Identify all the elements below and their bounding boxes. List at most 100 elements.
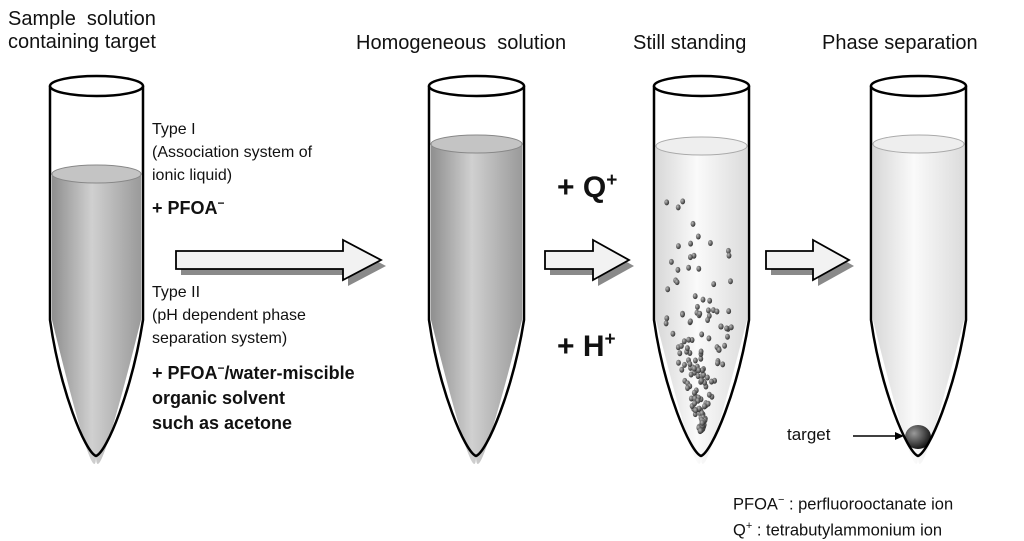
droplet — [664, 199, 670, 206]
droplet — [696, 265, 702, 272]
droplet — [669, 258, 674, 265]
droplet — [674, 279, 680, 286]
tube-still-standing — [652, 74, 751, 464]
target-label: target — [787, 425, 831, 444]
droplet — [709, 378, 714, 385]
droplet — [686, 336, 692, 343]
droplet — [708, 240, 713, 246]
type2-reagent1-prefix: + PFOA — [152, 363, 218, 383]
droplet — [696, 405, 702, 412]
tube-phase-separation — [869, 74, 968, 464]
droplet — [664, 315, 670, 322]
sample-solution-header: Sample solution containing target — [8, 8, 156, 54]
droplet — [699, 419, 705, 426]
droplet — [698, 348, 704, 355]
droplet — [680, 198, 686, 205]
still-standing-header: Still standing — [633, 32, 747, 54]
droplet — [663, 320, 669, 327]
droplet — [722, 342, 727, 349]
type1-label: Type I — [152, 121, 196, 138]
homogeneous-header: Homogeneous solution — [356, 32, 567, 54]
droplet — [701, 371, 706, 378]
droplet — [705, 374, 710, 381]
droplet — [697, 310, 703, 317]
type2-reagent1-suffix: /water-miscible — [224, 363, 355, 383]
type1-reagent-sup: − — [217, 196, 225, 210]
droplet — [699, 367, 705, 374]
droplet — [720, 361, 726, 368]
reagent-h-prefix: + H — [557, 330, 605, 363]
droplet — [711, 281, 717, 288]
reagent-q-sup: + — [606, 170, 618, 191]
droplet — [724, 325, 729, 332]
target-pointer-arrow — [853, 432, 904, 440]
legend-pfoa-sup: − — [777, 494, 785, 506]
droplet — [688, 395, 694, 402]
droplet — [691, 252, 697, 259]
droplet — [676, 359, 681, 366]
droplet — [675, 204, 681, 211]
droplet — [716, 346, 722, 353]
type1-desc1: (Association system of — [152, 144, 313, 161]
droplet — [705, 317, 710, 323]
legend-pfoa: PFOA− : perfluorooctanate ion — [733, 490, 953, 516]
reagent-h-sup: + — [604, 329, 616, 350]
reagent-q-prefix: + Q — [557, 171, 607, 204]
droplets — [663, 198, 734, 435]
droplet — [691, 389, 697, 396]
droplet — [725, 333, 730, 340]
droplet — [695, 373, 701, 380]
reagent-q: + Q+ — [557, 170, 617, 205]
type2-reagent1-sup: − — [217, 361, 225, 375]
droplet — [677, 350, 683, 357]
droplet — [692, 293, 698, 300]
droplet — [688, 254, 693, 261]
droplet — [718, 323, 724, 330]
droplet — [706, 391, 712, 398]
phase-separation-header: Phase separation — [822, 32, 978, 54]
tube-sample — [48, 74, 145, 464]
droplet — [699, 377, 704, 384]
arrow-1 — [175, 238, 386, 286]
sample-header-line2: containing target — [8, 31, 156, 53]
droplet — [676, 243, 681, 250]
legend-q: Q+ : tetrabutylammonium ion — [733, 516, 953, 541]
droplet — [693, 357, 698, 364]
droplet — [692, 400, 697, 407]
droplet — [696, 367, 702, 374]
type2-reagent3: such as acetone — [152, 413, 293, 433]
droplet — [695, 233, 701, 240]
droplet — [688, 240, 693, 247]
droplet — [693, 407, 699, 414]
droplet — [728, 324, 734, 331]
droplet — [699, 331, 705, 338]
droplet — [682, 361, 687, 368]
droplet — [698, 355, 704, 362]
droplet — [670, 330, 676, 337]
droplet — [689, 337, 695, 343]
droplet — [691, 365, 697, 372]
legend-pfoa-text: : perfluorooctanate ion — [784, 495, 954, 514]
droplet — [680, 311, 685, 318]
droplet — [715, 360, 720, 367]
type2-reagent1: + PFOA−/water-miscible — [152, 356, 355, 386]
droplet — [702, 403, 707, 410]
type1-reagent: + PFOA− — [152, 191, 312, 221]
droplet — [698, 427, 703, 434]
droplet — [685, 345, 690, 352]
droplet — [679, 366, 685, 373]
droplet — [706, 307, 711, 314]
droplet — [707, 297, 713, 304]
type2-block: Type II (pH dependent phase separation s… — [152, 281, 355, 436]
sample-header-line1: Sample solution — [8, 8, 156, 30]
droplet — [695, 303, 700, 310]
type1-reagent-prefix: + PFOA — [152, 198, 218, 218]
arrow-3 — [765, 238, 854, 286]
reagent-h: + H+ — [557, 329, 616, 364]
type2-desc1: (pH dependent phase — [152, 307, 306, 324]
droplet — [679, 342, 684, 349]
droplet — [726, 308, 732, 315]
type1-block: Type I (Association system of ionic liqu… — [152, 118, 312, 221]
droplet — [726, 247, 731, 254]
